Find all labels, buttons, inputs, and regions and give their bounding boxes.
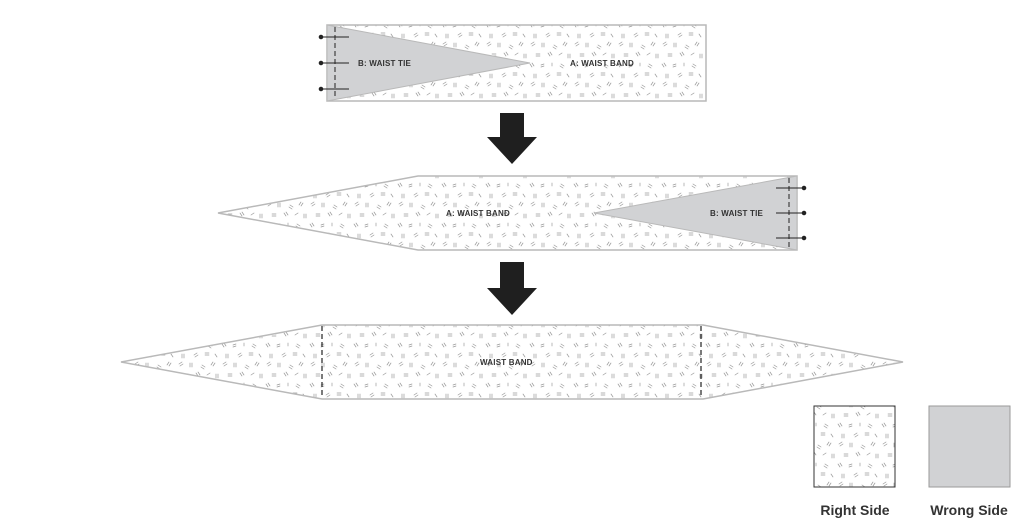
step-2: A: WAIST BAND B: WAIST TIE [217,175,807,251]
tie-label: B: WAIST TIE [358,59,412,68]
pins [318,34,349,92]
arrow-down-icon [487,262,537,315]
right-side-swatch [813,405,896,488]
wrong-side-swatch [928,405,1011,488]
legend-right-side: Right Side [813,405,896,518]
band-label: A: WAIST BAND [570,59,634,68]
arrow-down-icon [487,113,537,164]
band-label: WAIST BAND [480,358,533,367]
legend-wrong-side: Wrong Side [928,405,1011,518]
step-1: B: WAIST TIE A: WAIST BAND [318,24,707,102]
waist-band-piece [120,324,904,400]
pins [776,185,807,241]
step-3: WAIST BAND [120,324,904,400]
tie-label: B: WAIST TIE [710,209,764,218]
legend: Right Side Wrong Side [813,405,1011,518]
right-side-label: Right Side [820,502,889,518]
wrong-side-label: Wrong Side [930,502,1008,518]
band-label: A: WAIST BAND [446,209,510,218]
